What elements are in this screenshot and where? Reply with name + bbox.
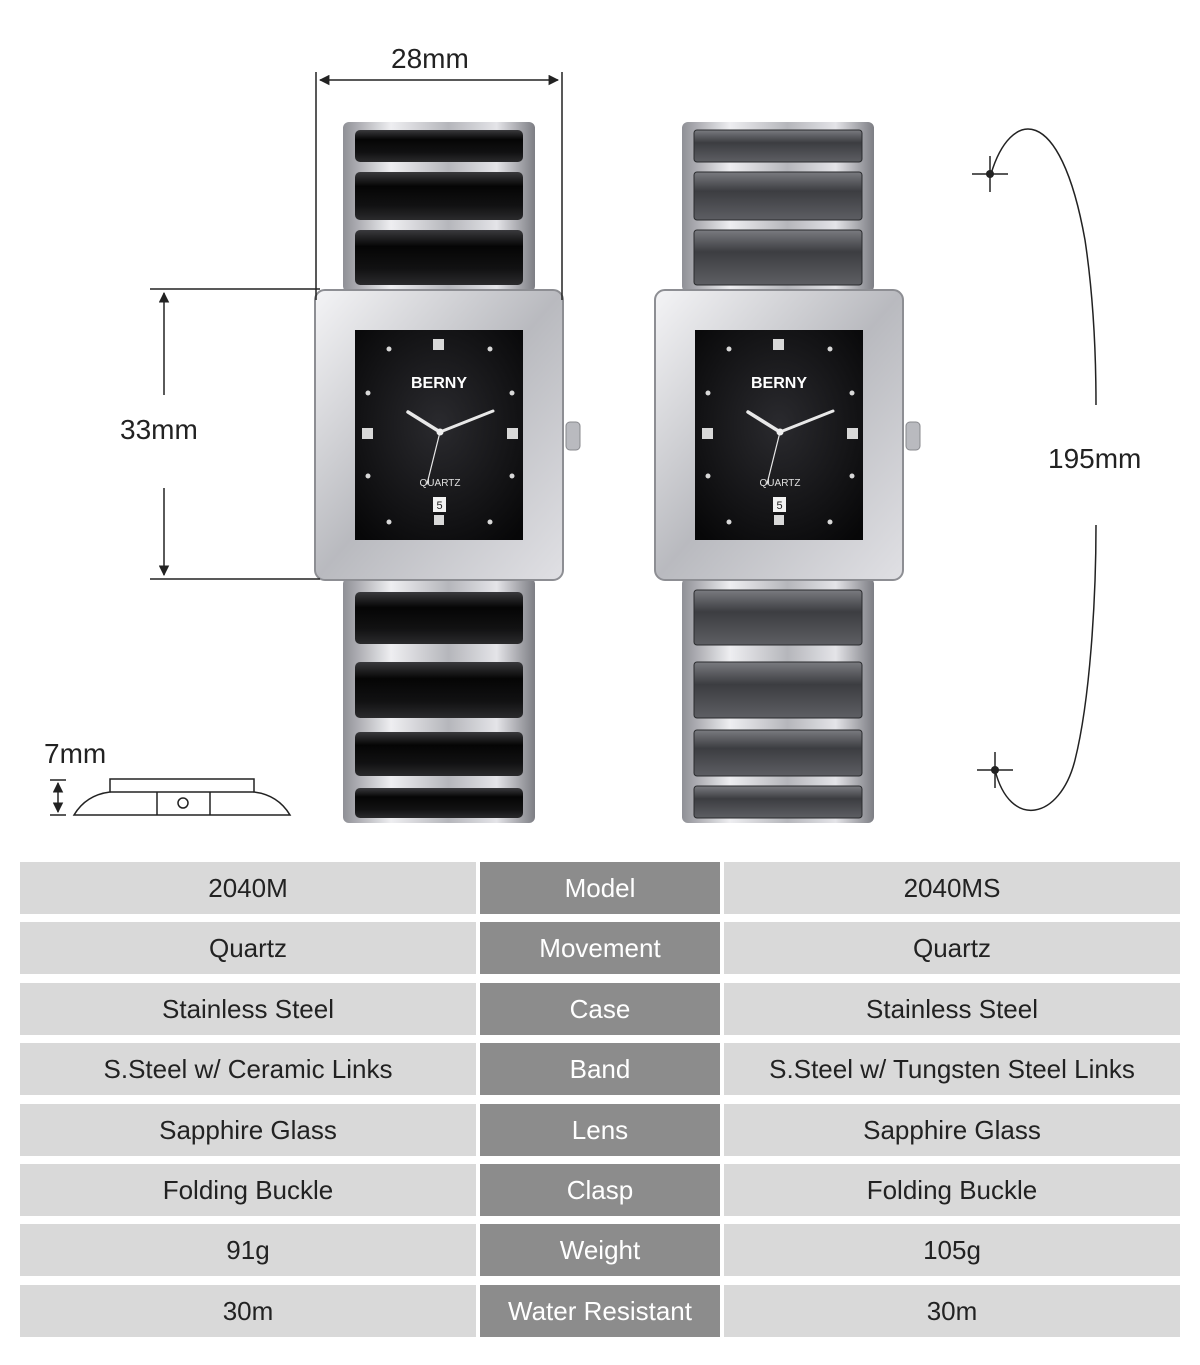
- band-link: [693, 661, 863, 719]
- spec-value-2040m: 91g: [20, 1224, 476, 1277]
- watch-hands: [406, 409, 495, 485]
- spec-value-2040ms: Sapphire Glass: [724, 1103, 1180, 1156]
- spec-value-2040ms: Quartz: [724, 922, 1180, 975]
- band-link: [355, 592, 523, 644]
- band-link: [693, 785, 863, 819]
- band-link: [693, 729, 863, 777]
- crown: [565, 421, 581, 451]
- date-window: [433, 497, 446, 512]
- spec-label: Case: [480, 982, 720, 1035]
- spec-label: Weight: [480, 1224, 720, 1277]
- spec-value-2040m: 2040M: [20, 862, 476, 914]
- watch-ceramic: BERNY QUARTZ 5: [314, 122, 581, 823]
- width-label: 28mm: [391, 43, 469, 74]
- spec-label: Model: [480, 862, 720, 914]
- spec-label: Movement: [480, 922, 720, 975]
- band-marker: [991, 766, 999, 774]
- date-window: [773, 497, 786, 512]
- band-marker: [986, 170, 994, 178]
- spec-value-2040ms: 30m: [724, 1284, 1180, 1337]
- spec-label: Clasp: [480, 1163, 720, 1216]
- width-dimension: [315, 72, 563, 300]
- band-link: [355, 662, 523, 718]
- band-length-dimension: [972, 128, 1097, 811]
- band-link: [693, 171, 863, 221]
- spec-value-2040m: 30m: [20, 1284, 476, 1337]
- band-link: [693, 589, 863, 646]
- watch-hands: [746, 409, 835, 485]
- band-link: [355, 788, 523, 818]
- quartz-label: QUARTZ: [420, 478, 461, 489]
- thickness-label: 7mm: [44, 738, 107, 769]
- hour-markers: [362, 339, 518, 525]
- brand-logo: BERNY: [751, 375, 807, 392]
- brand-logo: BERNY: [411, 375, 467, 392]
- watch-illustration: BERNY QUARTZ 5: [50, 72, 1097, 823]
- band-link: [693, 229, 863, 286]
- band-link: [355, 230, 523, 285]
- product-figure: BERNY QUARTZ 5: [44, 43, 1142, 823]
- spec-value-2040m: Sapphire Glass: [20, 1103, 476, 1156]
- thickness-dimension: [50, 778, 292, 816]
- height-dimension: [150, 288, 320, 580]
- date-text: 5: [776, 500, 782, 512]
- date-text: 5: [436, 500, 442, 512]
- spec-value-2040m: Quartz: [20, 922, 476, 975]
- band-link: [355, 130, 523, 162]
- band-length-label: 195mm: [1048, 443, 1142, 474]
- spec-label: Band: [480, 1043, 720, 1096]
- spec-value-2040m: S.Steel w/ Ceramic Links: [20, 1043, 476, 1096]
- quartz-label: QUARTZ: [760, 478, 801, 489]
- spec-label: Lens: [480, 1103, 720, 1156]
- watch-tungsten: BERNY QUARTZ 5: [654, 122, 921, 823]
- spec-value-2040ms: 2040MS: [724, 862, 1180, 914]
- height-label: 33mm: [120, 414, 198, 445]
- crown: [905, 421, 921, 451]
- spec-label: Water Resistant: [480, 1284, 720, 1337]
- spec-value-2040m: Folding Buckle: [20, 1163, 476, 1216]
- band-link: [693, 129, 863, 163]
- spec-value-2040ms: S.Steel w/ Tungsten Steel Links: [724, 1043, 1180, 1096]
- band-link: [355, 732, 523, 776]
- spec-value-2040m: Stainless Steel: [20, 982, 476, 1035]
- spec-value-2040ms: Stainless Steel: [724, 982, 1180, 1035]
- spec-value-2040ms: 105g: [724, 1224, 1180, 1277]
- hour-markers: [702, 339, 858, 525]
- spec-value-2040ms: Folding Buckle: [724, 1163, 1180, 1216]
- band-link: [355, 172, 523, 220]
- watch-side-profile: [72, 778, 292, 816]
